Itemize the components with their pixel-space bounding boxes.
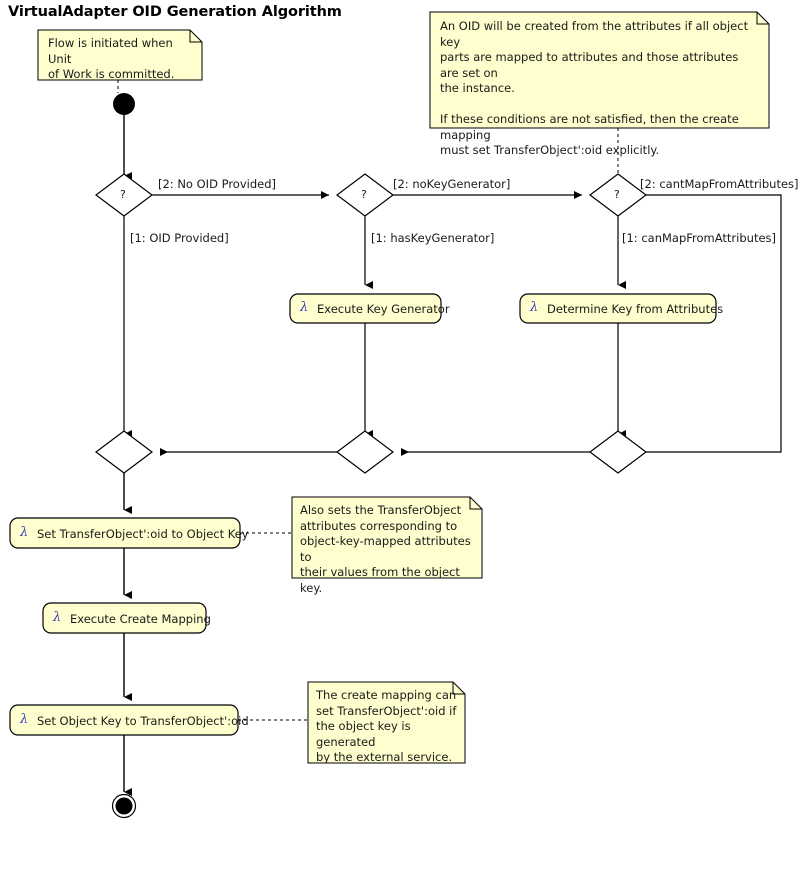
- lambda-icon-determine-key-from-attributes: λ: [530, 300, 539, 315]
- decision-key-generator-glyph: ?: [361, 188, 367, 201]
- activity-set-oid-to-object-key-shape[interactable]: [9, 517, 241, 549]
- edge-label-cant-map-from-attributes: [2: cantMapFromAttributes]: [640, 177, 798, 191]
- lambda-icon-execute-create-mapping: λ: [53, 610, 62, 625]
- decision-oid-provided-glyph: ?: [120, 188, 126, 201]
- note-create-mapping-shape: [307, 681, 466, 764]
- initial-node: [113, 93, 135, 115]
- decision-map-from-attributes-glyph: ?: [614, 188, 620, 201]
- edge-label-oid-provided: [1: OID Provided]: [130, 231, 229, 245]
- merge-middle-shape: [336, 430, 394, 474]
- activity-execute-create-mapping-label: Execute Create Mapping: [70, 612, 211, 626]
- lambda-icon-set-object-key-to-oid: λ: [20, 712, 29, 727]
- lambda-icon-set-oid-to-object-key: λ: [20, 525, 29, 540]
- edge-label-has-key-generator: [1: hasKeyGenerator]: [371, 231, 495, 245]
- note-oid-attributes-text: An OID will be created from the attribut…: [440, 19, 749, 157]
- edge-cant-map-from-attributes-path: [634, 194, 782, 456]
- note-start-text: Flow is initiated when Unit of Work is c…: [48, 36, 175, 81]
- note-create-mapping-text: The create mapping can set TransferObjec…: [316, 688, 457, 764]
- note-also-sets-shape: [291, 496, 483, 579]
- note-start-shape: [37, 29, 203, 81]
- lambda-icon-execute-key-generator: λ: [300, 300, 309, 315]
- edge-label-can-map-from-attributes: [1: canMapFromAttributes]: [622, 231, 777, 245]
- activity-set-object-key-to-oid-label: Set Object Key to TransferObject':oid: [37, 714, 249, 728]
- final-node: [111, 793, 137, 819]
- merge-left-shape: [95, 430, 153, 474]
- edge-label-no-oid-provided: [2: No OID Provided]: [158, 177, 276, 191]
- activity-determine-key-from-attributes-label: Determine Key from Attributes: [547, 302, 724, 316]
- merge-right-shape: [589, 430, 647, 474]
- note-oid-attributes-shape: [429, 11, 770, 129]
- edge-label-no-key-generator: [2: noKeyGenerator]: [393, 177, 511, 191]
- activity-execute-key-generator-label: Execute Key Generator: [317, 302, 450, 316]
- diagram-title: VirtualAdapter OID Generation Algorithm: [8, 4, 342, 20]
- activity-set-oid-to-object-key-label: Set TransferObject':oid to Object Key: [37, 527, 249, 541]
- note-also-sets-text: Also sets the TransferObject attributes …: [300, 503, 471, 595]
